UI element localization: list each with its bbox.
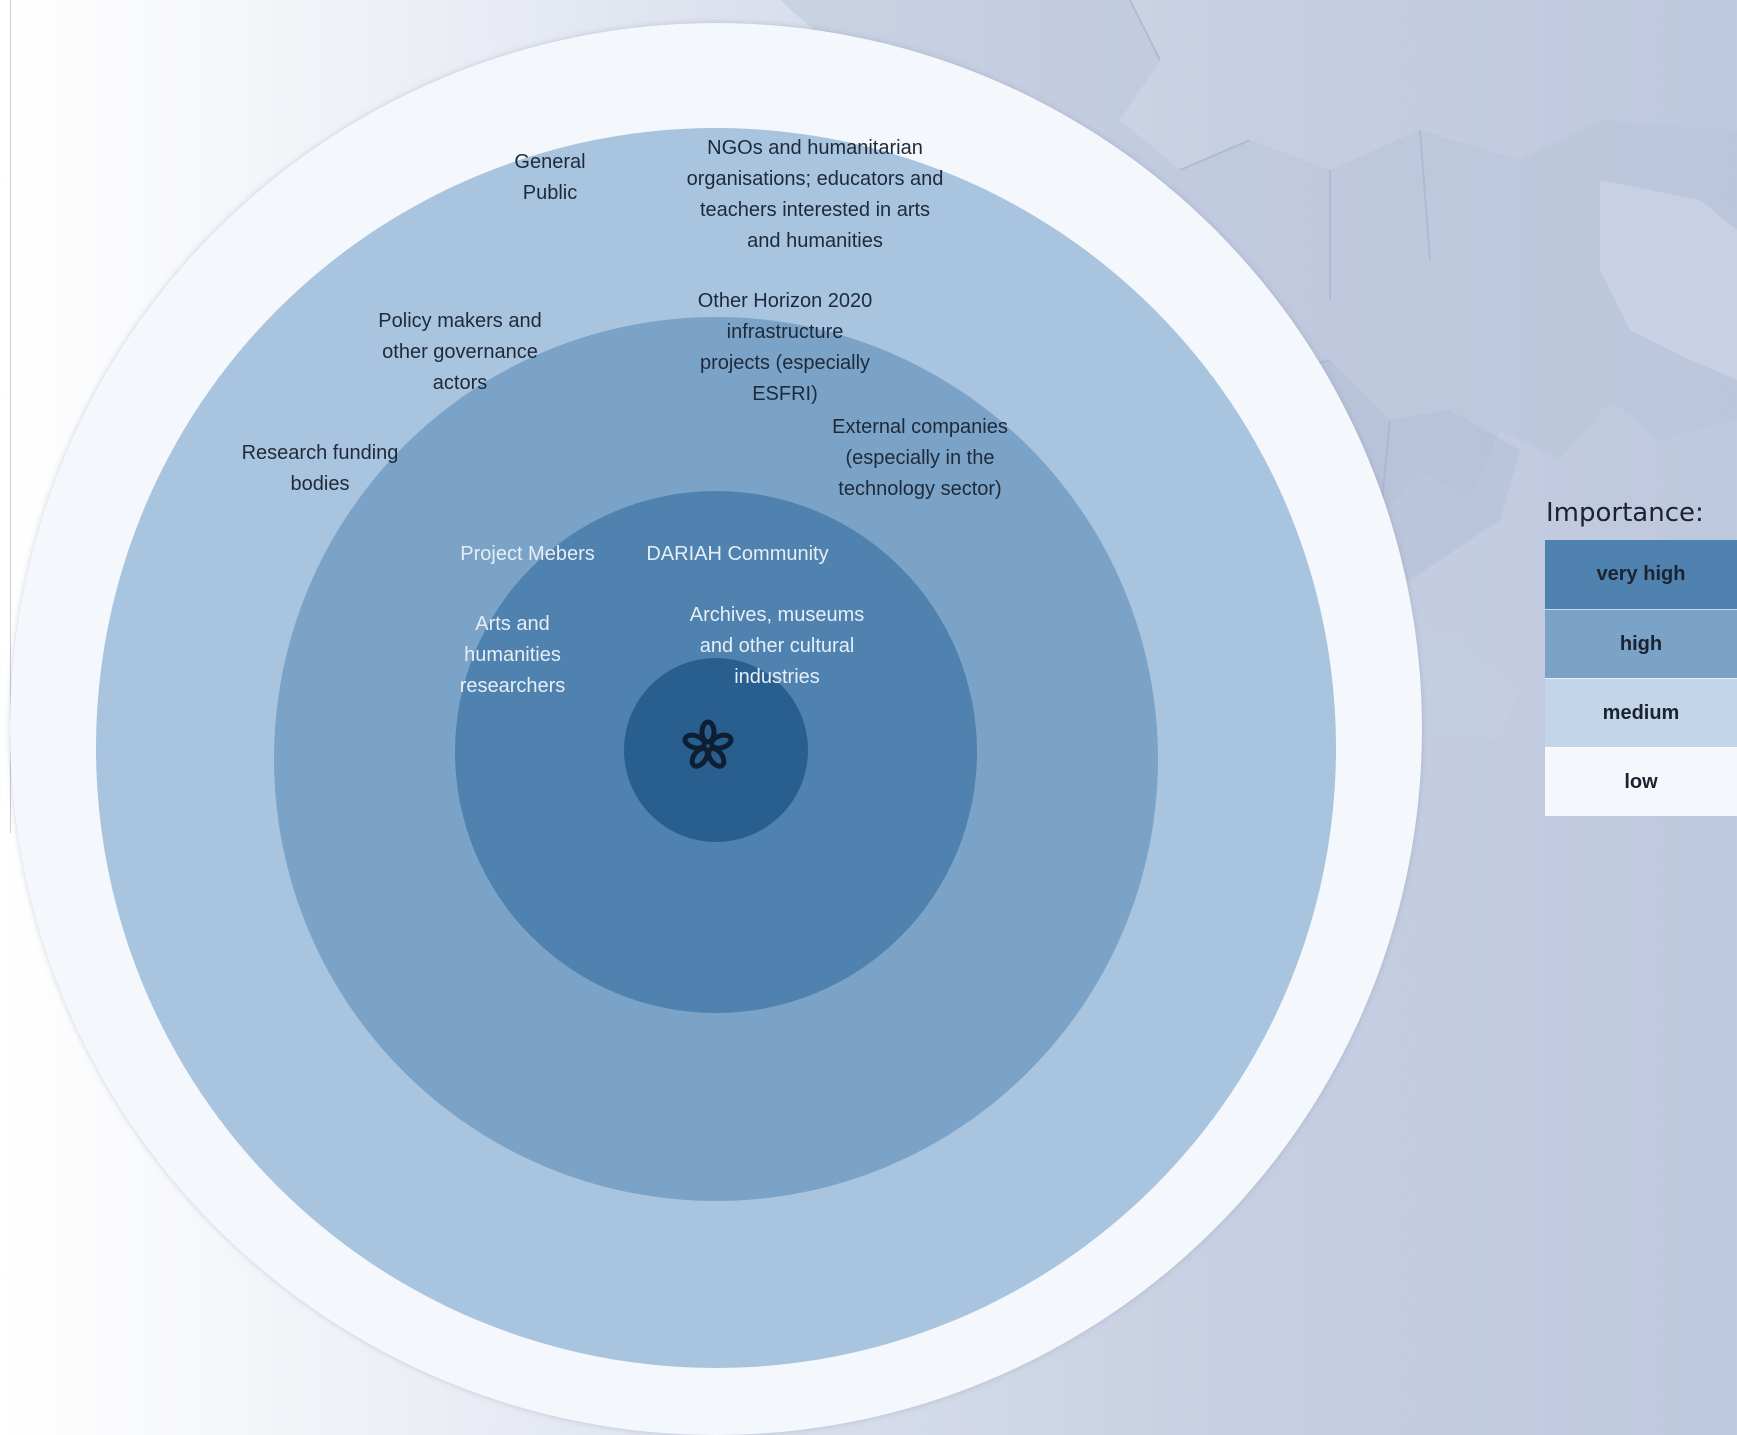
label-general-public: General Public	[514, 151, 586, 204]
label-archives-museums: Archives, museums and other cultural ind…	[689, 604, 865, 688]
label-external-companies: External companies (especially in the te…	[832, 416, 1008, 500]
legend-item-very-high: very high	[1545, 540, 1737, 609]
importance-legend: very high high medium low	[1545, 540, 1737, 816]
label-ngos: NGOs and humanitarian organisations; edu…	[686, 137, 944, 252]
label-project-members: Project Mebers	[460, 543, 595, 565]
legend-item-medium: medium	[1545, 678, 1737, 747]
legend-item-high: high	[1545, 609, 1737, 678]
label-dariah-community: DARIAH Community	[646, 543, 829, 565]
label-policy-makers: Policy makers and other governance actor…	[378, 310, 542, 394]
label-research-funding: Research funding bodies	[241, 442, 399, 495]
label-horizon-2020: Other Horizon 2020 infrastructure projec…	[697, 290, 873, 405]
left-border-line	[10, 0, 11, 833]
flower-logo-icon	[682, 719, 734, 769]
legend-item-low: low	[1545, 747, 1737, 816]
legend-title: Importance:	[1546, 498, 1704, 528]
label-arts-researchers: Arts and humanities researchers	[459, 613, 566, 697]
